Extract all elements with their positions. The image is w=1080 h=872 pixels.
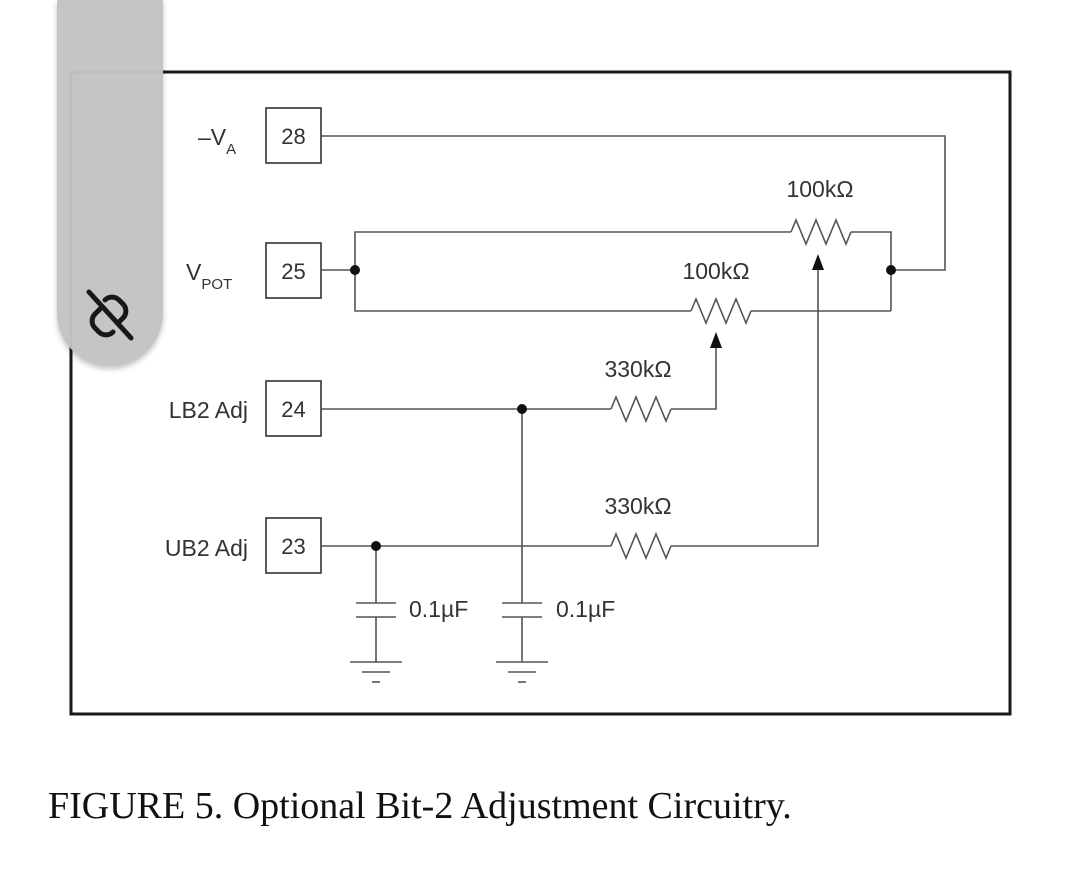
label-cap-right: 0.1µF <box>556 596 615 622</box>
wire-va <box>321 135 946 271</box>
label-pot-upper: 100kΩ <box>786 176 853 202</box>
wiring <box>321 135 946 662</box>
pin-label-va-main: –V <box>198 124 227 150</box>
capacitor-left <box>356 602 396 618</box>
pin-number-25: 25 <box>281 259 305 284</box>
pot-lower-resistor <box>690 296 752 326</box>
schematic-diagram: 28 25 24 23 –VA VPOT LB2 Adj UB2 Adj <box>69 70 1012 716</box>
pin-label-vpot-main: V <box>186 259 202 285</box>
pin-number-23: 23 <box>281 534 305 559</box>
pot-upper-resistor <box>790 217 852 247</box>
wire-lb2-wiper <box>671 348 717 410</box>
junction-ub2 <box>371 541 381 551</box>
figure-caption: FIGURE 5. Optional Bit-2 Adjustment Circ… <box>48 785 792 827</box>
pin-label-vpot: VPOT <box>186 259 232 293</box>
link-off-icon[interactable] <box>83 286 137 344</box>
pin-number-28: 28 <box>281 124 305 149</box>
pin-box-25 <box>265 242 322 299</box>
pin-label-va-sub: A <box>226 141 236 158</box>
pin-box-23 <box>265 517 322 574</box>
ground-left <box>350 661 402 683</box>
junction-lb2 <box>517 404 527 414</box>
pin-label-lb2: LB2 Adj <box>169 397 248 423</box>
pin-box-28 <box>265 107 322 164</box>
wire-pot-upper-left <box>354 231 791 270</box>
label-res-lb2: 330kΩ <box>604 356 671 382</box>
ground-right <box>496 661 548 683</box>
resistor-lb2 <box>610 394 672 424</box>
pot-lower-wiper-arrow <box>710 332 722 348</box>
link-toggle-tab[interactable] <box>57 0 163 366</box>
wire-pot-upper-right <box>851 231 892 311</box>
label-cap-left: 0.1µF <box>409 596 468 622</box>
label-pot-lower: 100kΩ <box>682 258 749 284</box>
wire-ub2-wiper <box>671 270 819 547</box>
pin-label-vpot-sub: POT <box>201 276 232 293</box>
junction-right <box>886 265 896 275</box>
wire-pot-lower-left <box>354 270 691 312</box>
diagram-frame <box>69 70 1012 716</box>
capacitor-right <box>502 602 542 618</box>
resistor-ub2 <box>610 531 672 561</box>
junction-vpot <box>350 265 360 275</box>
pin-label-ub2: UB2 Adj <box>165 535 248 561</box>
pin-label-va: –VA <box>198 124 236 158</box>
pot-upper-wiper-arrow <box>812 254 824 270</box>
label-res-ub2: 330kΩ <box>604 493 671 519</box>
pin-number-24: 24 <box>281 397 305 422</box>
